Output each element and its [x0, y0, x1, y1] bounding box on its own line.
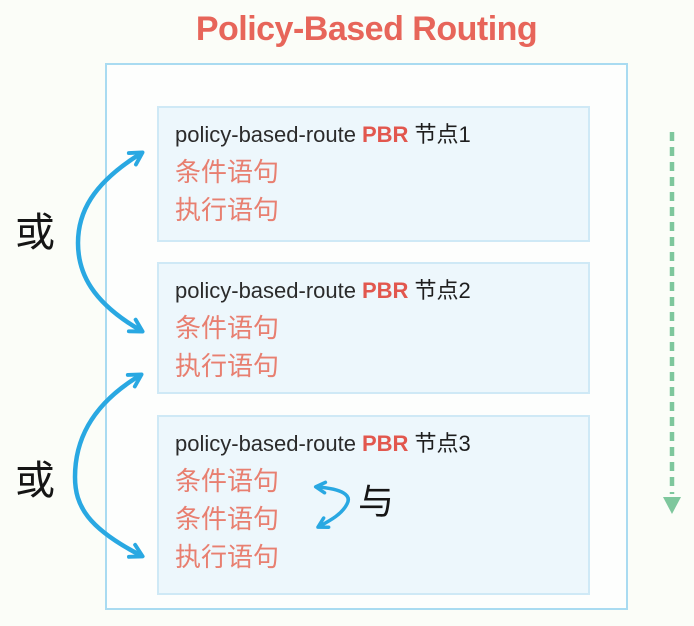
- flow-direction-arrowhead: [663, 497, 681, 514]
- statement-action: 执行语句: [175, 351, 280, 381]
- statement-action: 执行语句: [175, 195, 280, 225]
- node-label: 节点2: [414, 278, 471, 303]
- node-label: 节点3: [414, 431, 471, 456]
- and-label: 与: [358, 481, 395, 522]
- node-keyword: PBR: [361, 122, 409, 147]
- page-title: Policy-Based Routing: [195, 10, 538, 48]
- statement-action: 执行语句: [175, 542, 280, 572]
- node-command: policy-based-route: [175, 122, 356, 147]
- statement-condition: 条件语句: [175, 466, 280, 496]
- node-keyword: PBR: [361, 431, 409, 456]
- node-label: 节点1: [414, 122, 471, 147]
- node-keyword: PBR: [361, 278, 409, 303]
- or-label-1: 或: [15, 211, 55, 255]
- statement-condition: 条件语句: [175, 313, 280, 343]
- statement-condition: 条件语句: [175, 157, 280, 187]
- node-command: policy-based-route: [175, 431, 356, 456]
- node-command: policy-based-route: [175, 278, 356, 303]
- statement-condition: 条件语句: [175, 504, 280, 534]
- or-label-2: 或: [15, 459, 55, 503]
